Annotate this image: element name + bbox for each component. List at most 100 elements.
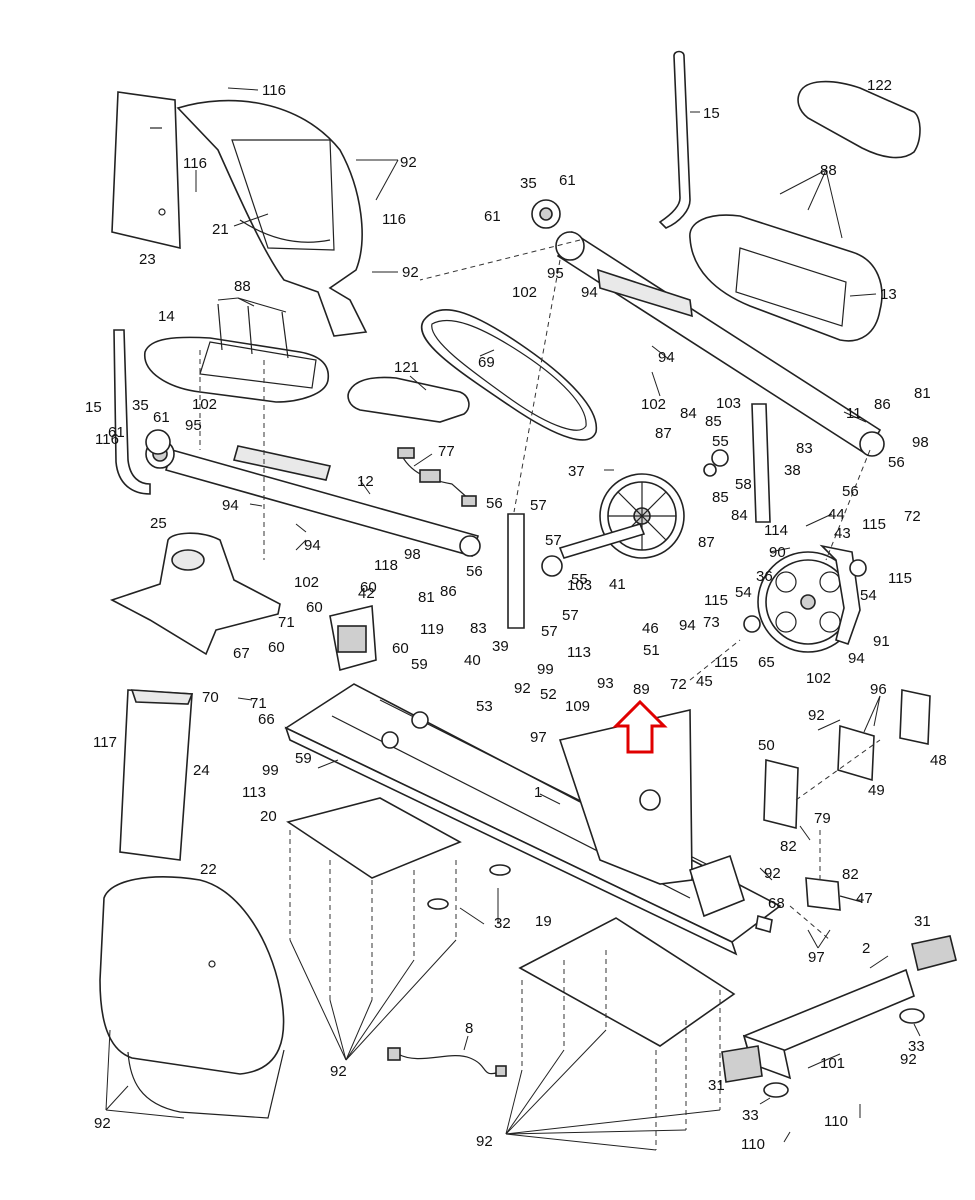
callout-label: 89 xyxy=(633,681,650,698)
callout-label: 51 xyxy=(643,642,660,659)
callout-label: 57 xyxy=(562,607,579,624)
callout-label: 13 xyxy=(880,286,897,303)
console-part-50 xyxy=(763,758,799,830)
callout-label: 110 xyxy=(824,1113,848,1130)
callout-label: 92 xyxy=(764,865,781,882)
callout-label: 92 xyxy=(330,1063,347,1080)
callout-label: 60 xyxy=(392,640,409,657)
callout-label: 15 xyxy=(703,105,720,122)
callout-label: 98 xyxy=(912,434,929,451)
callout-label: 25 xyxy=(150,515,167,532)
callout-label: 91 xyxy=(873,633,890,650)
resistance-wheel-part-36 xyxy=(757,551,859,653)
highlight-arrow xyxy=(612,699,668,754)
callout-label: 19 xyxy=(535,913,552,930)
callout-label: 53 xyxy=(476,698,493,715)
callout-label: 39 xyxy=(492,638,509,655)
callout-label: 24 xyxy=(193,762,210,779)
callout-label: 117 xyxy=(93,734,117,751)
pedal-part-13 xyxy=(689,214,883,342)
foot-part-33-left xyxy=(763,1082,789,1098)
callout-label: 72 xyxy=(904,508,921,525)
callout-label: 94 xyxy=(658,349,675,366)
callout-label: 61 xyxy=(559,172,576,189)
callout-label: 92 xyxy=(900,1051,917,1068)
callout-label: 90 xyxy=(769,544,786,561)
callout-label: 88 xyxy=(234,278,251,295)
callout-label: 71 xyxy=(278,614,295,631)
callout-label: 94 xyxy=(222,497,239,514)
callout-label: 115 xyxy=(888,570,912,587)
callout-label: 60 xyxy=(306,599,323,616)
plate-part-19 xyxy=(518,917,736,1047)
upright-part-39 xyxy=(507,513,525,629)
callout-labels: 116 116 116 116 92 92 92 92 92 92 92 92 … xyxy=(85,77,947,1153)
callout-label: 31 xyxy=(708,1077,725,1094)
callout-label: 65 xyxy=(758,654,775,671)
callout-label: 114 xyxy=(764,522,788,539)
callout-label: 97 xyxy=(530,729,547,746)
callout-label: 73 xyxy=(703,614,720,631)
flywheel-part-37 xyxy=(599,473,685,559)
callout-label: 11 xyxy=(846,405,862,422)
callout-label: 85 xyxy=(712,489,729,506)
callout-label: 57 xyxy=(541,623,558,640)
callout-label: 77 xyxy=(438,443,455,460)
callout-label: 79 xyxy=(814,810,831,827)
callout-label: 99 xyxy=(262,762,279,779)
callout-label: 55 xyxy=(571,571,588,588)
callout-label: 49 xyxy=(868,782,885,799)
callout-label: 92 xyxy=(402,264,419,281)
callout-label: 54 xyxy=(860,587,877,604)
front-shroud-part-22 xyxy=(99,876,285,1119)
callout-label: 115 xyxy=(704,592,728,609)
power-cord-part-8 xyxy=(387,1047,507,1077)
callout-label: 1 xyxy=(534,784,542,801)
callout-label: 94 xyxy=(679,617,696,634)
callout-label: 116 xyxy=(262,82,286,99)
callout-label: 102 xyxy=(641,396,666,413)
callout-label: 115 xyxy=(862,516,886,533)
callout-label: 103 xyxy=(716,395,741,412)
callout-label: 35 xyxy=(132,397,149,414)
callout-label: 21 xyxy=(212,221,229,238)
callout-label: 99 xyxy=(537,661,554,678)
callout-label: 88 xyxy=(820,162,837,179)
callout-label: 68 xyxy=(768,895,785,912)
shroud-part-21 xyxy=(176,99,368,337)
callout-label: 113 xyxy=(567,644,591,661)
assembly-lines xyxy=(199,239,881,1150)
pulley-part-54 xyxy=(743,559,867,633)
callout-label: 71 xyxy=(250,695,267,712)
end-cap-part-31-right xyxy=(911,935,957,971)
callout-label: 81 xyxy=(914,385,931,402)
callout-label: 12 xyxy=(357,473,374,490)
callout-label: 56 xyxy=(888,454,905,471)
callout-label: 92 xyxy=(400,154,417,171)
callout-label: 47 xyxy=(856,890,873,907)
callout-label: 119 xyxy=(420,621,444,638)
callout-label: 15 xyxy=(85,399,102,416)
callout-label: 61 xyxy=(484,208,501,225)
callout-label: 84 xyxy=(680,405,697,422)
wire-harness-part-77 xyxy=(397,447,477,507)
callout-label: 110 xyxy=(741,1136,765,1153)
callout-label: 38 xyxy=(784,462,801,479)
callout-label: 116 xyxy=(382,211,406,228)
bracket-part-49 xyxy=(837,724,875,782)
callout-label: 23 xyxy=(139,251,156,268)
crank-part-38 xyxy=(703,403,771,523)
callout-label: 102 xyxy=(512,284,537,301)
callout-label: 8 xyxy=(465,1020,473,1037)
callout-label: 60 xyxy=(268,639,285,656)
leveler-part-47 xyxy=(805,877,863,911)
callout-label: 57 xyxy=(530,497,547,514)
callout-label: 52 xyxy=(540,686,557,703)
callout-label: 66 xyxy=(258,711,275,728)
callout-label: 116 xyxy=(183,155,207,172)
callout-label: 113 xyxy=(242,784,266,801)
axle-part-41 xyxy=(541,523,646,577)
callout-label: 46 xyxy=(642,620,659,637)
